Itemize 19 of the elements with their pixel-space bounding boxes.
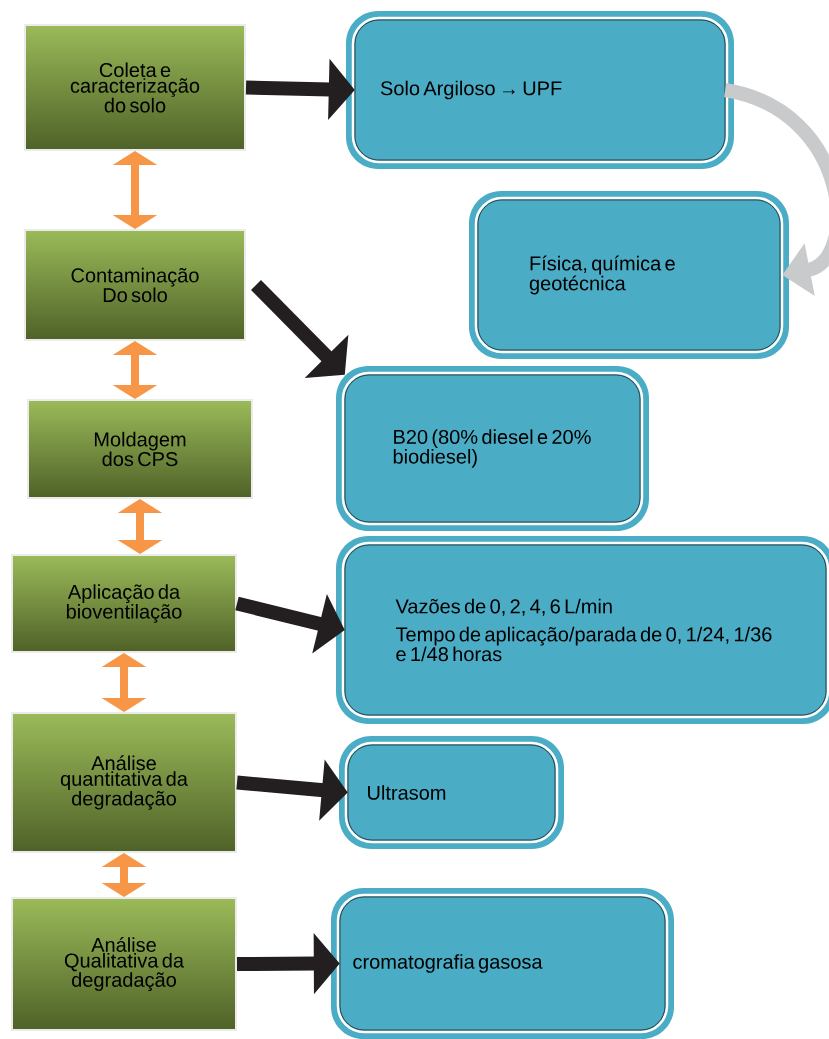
result-box: Física, química e geotécnica bbox=[469, 191, 789, 359]
curved-arrow bbox=[723, 83, 829, 297]
double-arrow bbox=[112, 151, 158, 229]
result-box: cromatografia gasosa bbox=[331, 888, 674, 1039]
result-box: Ultrasom bbox=[339, 736, 564, 849]
process-box: Moldagem dos CPS bbox=[27, 399, 253, 499]
process-box: Análise quantitativa da degradação bbox=[11, 712, 237, 853]
process-box: Contaminação Do solo bbox=[24, 229, 246, 341]
process-box: Análise Qualitativa da degradação bbox=[11, 897, 237, 1031]
block-arrow bbox=[251, 280, 349, 378]
double-arrow bbox=[112, 341, 158, 399]
result-box: Vazões de 0, 2, 4, 6 L/min Tempo de aplicação/parada de 0, 1/24, 1/36 e 1/48 horas bbox=[336, 536, 829, 724]
process-box: Aplicação da bioventilação bbox=[11, 554, 237, 653]
double-arrow bbox=[117, 499, 163, 554]
double-arrow bbox=[101, 853, 147, 897]
result-box: B20 (80% diesel e 20% biodiesel) bbox=[336, 366, 649, 531]
double-arrow bbox=[101, 653, 147, 712]
result-box: Solo Argiloso → UPF bbox=[346, 11, 734, 169]
process-box: Coleta e caracterização do solo bbox=[24, 24, 246, 151]
